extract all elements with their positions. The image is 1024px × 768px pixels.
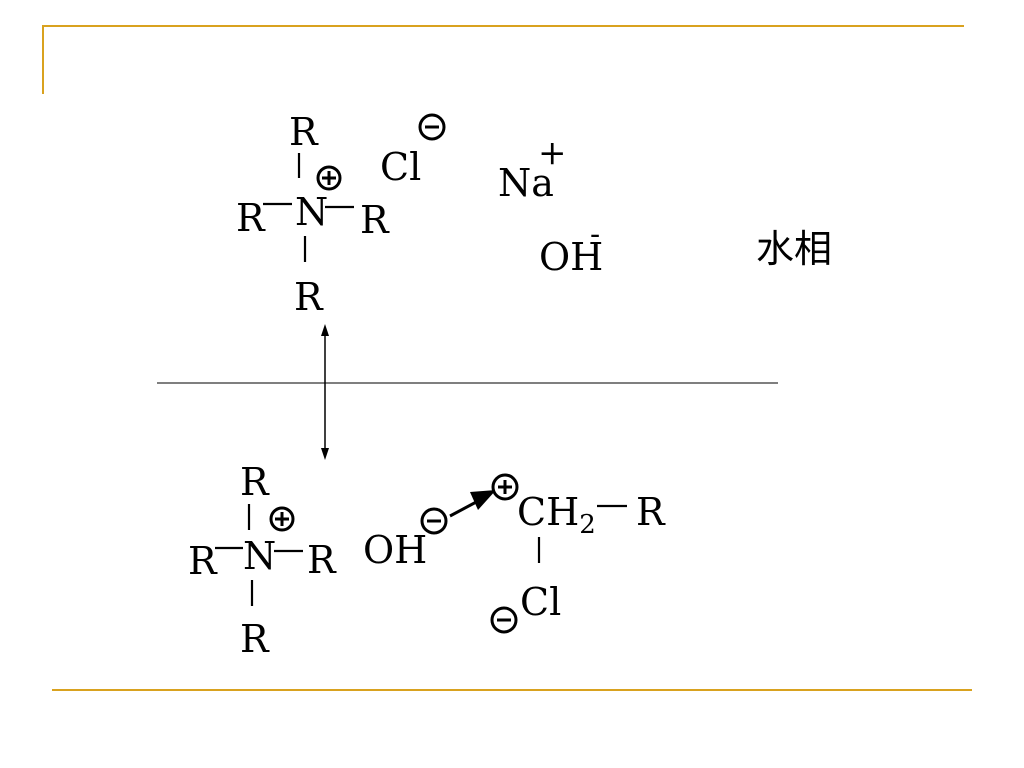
top-hydroxide-label: OH [539,235,603,279]
top-r-upper: R [289,110,319,154]
attack-arrow [449,490,496,518]
bottom-r-left: R [188,539,218,583]
bottom-hydroxide-ion: OH [363,507,448,572]
methylene-plus-icon [491,473,519,501]
top-ammonium-cation: R R N R R [236,110,390,319]
bottom-hydroxide-label: OH [363,528,427,572]
slide-bottom-rule [52,689,972,691]
leaving-chloride-label: Cl [520,580,561,624]
exchange-double-arrow [321,324,329,460]
bottom-cation-plus-icon [269,506,295,532]
top-r-lower: R [294,275,324,319]
top-r-right: R [360,198,390,242]
sodium-ion: Na + [498,133,567,205]
top-hydroxide-ion: OH - [539,217,603,279]
bottom-ammonium-cation: R R N R R [188,460,337,661]
top-r-left: R [236,196,266,240]
bottom-nitrogen: N [243,534,276,578]
aqueous-phase-label: 水相 [756,227,832,271]
top-cation-plus-icon [316,165,342,191]
methylene-label: CH2 [517,490,596,540]
leaving-chloride: Cl [490,580,561,634]
top-chloride-minus-icon [418,113,446,141]
methylene-group: CH2 R [491,473,666,563]
bottom-r-upper: R [240,460,270,504]
sodium-charge: + [538,133,567,173]
leaving-chloride-minus-icon [490,606,518,634]
bottom-r-right: R [307,538,337,582]
alkyl-r-label: R [636,490,666,534]
top-nitrogen: N [295,190,328,234]
bottom-r-lower: R [240,617,270,661]
sodium-label: Na [498,161,554,205]
top-chloride-label: Cl [380,145,421,189]
bottom-hydroxide-minus-icon [420,507,448,535]
slide-top-rule [42,25,964,27]
slide-left-rule [42,25,44,94]
top-hydroxide-charge: - [590,217,600,252]
top-chloride-ion: Cl [380,113,446,189]
